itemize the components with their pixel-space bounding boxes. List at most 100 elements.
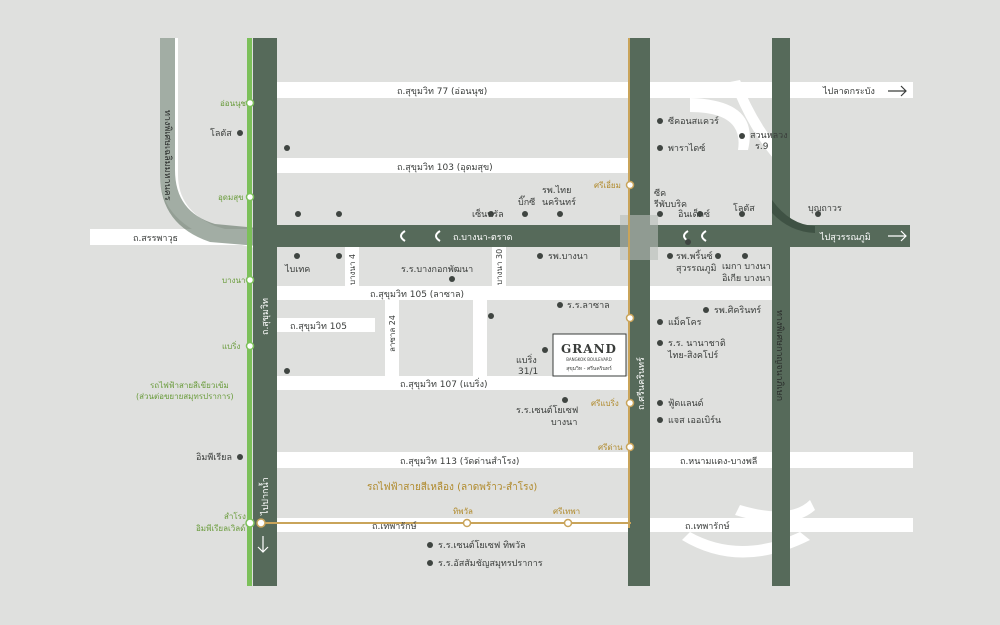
poi-dot xyxy=(449,276,455,282)
road-right-connector xyxy=(647,286,777,300)
label-bangna-trad: ถ.บางนา-ตราด xyxy=(453,233,513,243)
ramp-mark xyxy=(400,230,406,242)
poi-dot xyxy=(237,130,243,136)
label-stjoseph-thipphawan: ร.ร.เซนต์โยเซฟ ทิพวัล xyxy=(438,539,526,551)
station-si-iam[interactable] xyxy=(625,180,635,190)
label-sb: แจส เออเบิร์น xyxy=(668,414,721,426)
poi-dot xyxy=(537,253,543,259)
road-sukhumvit107 xyxy=(275,376,630,390)
label-makro: แม็คโคร xyxy=(668,315,702,328)
label-station-si-thepha: ศรีเทพา xyxy=(553,507,580,516)
label-theparak-left: ถ.เทพารักษ์ xyxy=(372,520,417,532)
label-green-line-2: (ส่วนต่อขยายสมุทรปราการ) xyxy=(136,392,234,401)
project-title: GRAND xyxy=(561,342,617,356)
label-sukhumvit77: ถ.สุขุมวิท 77 (อ่อนนุช) xyxy=(397,86,487,97)
station-si-dan[interactable] xyxy=(625,442,635,452)
station-samrong-yellow[interactable] xyxy=(256,518,266,528)
label-isb: ร.ร. นานาชาติ xyxy=(668,338,726,349)
label-station-si-bearing: ศรีแบริ่ง xyxy=(591,397,619,408)
poi-dot xyxy=(542,347,548,353)
label-station-samrong: สำโรง xyxy=(224,511,246,521)
road-theparak xyxy=(275,518,913,532)
gold-line-theparak xyxy=(258,522,631,524)
label-nakarin: นครินทร์ xyxy=(542,196,576,208)
label-suanluang2: ร.9 xyxy=(755,142,769,152)
label-theparak-right: ถ.เทพารักษ์ xyxy=(685,520,730,532)
gold-line-srinakarin xyxy=(628,38,630,528)
gold-stations xyxy=(256,180,635,528)
station-bearing[interactable] xyxy=(245,341,255,351)
station-si-bearing[interactable] xyxy=(625,398,635,408)
label-ikea: อิเกีย บางนา xyxy=(722,273,770,284)
label-sukhumvit-vertical: ถ.สุขุมวิท xyxy=(260,298,271,335)
label-isb2: ไทย-สิงคโปร์ xyxy=(667,349,718,361)
arrow-right-icon xyxy=(888,230,907,242)
road-lasalle24 xyxy=(385,298,399,378)
road-sukhumvit105-lasalle xyxy=(275,286,630,300)
label-sukhumvit105-lasalle: ถ.สุขุมวิท 105 (ลาซาล) xyxy=(370,289,464,300)
label-bigc: บิ๊กซี xyxy=(518,195,535,208)
label-srinakarin-vertical: ถ.ศรีนครินทร์ xyxy=(635,357,647,410)
station-samrong[interactable] xyxy=(245,518,255,528)
poi-dot xyxy=(557,211,563,217)
poi-dot xyxy=(657,340,663,346)
poi-dot xyxy=(336,253,342,259)
label-prince: รพ.พริ้นซ์ xyxy=(676,249,713,262)
poi-dot xyxy=(742,253,748,259)
road-sukhumvit105 xyxy=(275,318,375,332)
poi-dot xyxy=(284,368,290,374)
label-stjoseph-bangna2: บางนา xyxy=(551,418,577,428)
poi-dot xyxy=(715,253,721,259)
station-si-la-salle[interactable] xyxy=(625,313,635,323)
poi-dot xyxy=(657,145,663,151)
label-ruamthai: รพ.ไทย xyxy=(542,185,571,196)
poi-dot xyxy=(657,417,663,423)
station-bangna[interactable] xyxy=(245,275,255,285)
poi-dot xyxy=(657,319,663,325)
road-sukhumvit113 xyxy=(275,452,913,468)
label-stjoseph-bangna: ร.ร.เซนต์โยเซฟ xyxy=(516,404,578,416)
label-station-bearing: แบริ่ง xyxy=(222,340,241,351)
label-bangkokpattana: ร.ร.บางกอกพัฒนา xyxy=(401,265,473,275)
label-bangna-hospital: รพ.บางนา xyxy=(548,252,588,262)
green-line-track xyxy=(247,38,252,586)
label-to-paknam: ไปปากน้ำ xyxy=(258,477,271,516)
arrow-right-icon xyxy=(888,85,907,97)
project-logo[interactable]: GRAND BANGKOK BOULEVARD สุขุมวิท - ศรีนค… xyxy=(552,333,627,377)
label-sukhumvit107: ถ.สุขุมวิท 107 (แบริ่ง) xyxy=(400,377,488,390)
label-green-line: รถไฟฟ้าสายสีเขียวเข้ม xyxy=(150,381,229,390)
road-kanchanaphisek-vertical xyxy=(772,38,790,586)
label-imperial-mall: อิมพีเรียล xyxy=(196,452,232,463)
poi-dot xyxy=(685,239,691,245)
label-bunthavorn: บุญถาวร xyxy=(808,204,842,214)
station-udomsuk[interactable] xyxy=(245,192,255,202)
poi-dot xyxy=(697,211,703,217)
label-seacon: ซีคอนสแควร์ xyxy=(668,115,719,127)
label-sikarin: รพ.ศิครินทร์ xyxy=(714,304,761,316)
project-logo-box xyxy=(552,333,627,377)
label-station-bangna: บางนา xyxy=(222,276,245,285)
station-si-thepha[interactable] xyxy=(563,518,573,528)
poi-dot xyxy=(667,253,673,259)
label-bearing31-2: 31/1 xyxy=(518,367,538,377)
station-thipphawan[interactable] xyxy=(462,518,472,528)
label-sanphawut: ถ.สรรพาวุธ xyxy=(133,234,178,244)
poi-dots xyxy=(237,118,821,566)
label-station-thipphawan: ทิพวัล xyxy=(453,507,473,516)
label-seacon-republic: ซีค xyxy=(654,188,666,199)
poi-dot xyxy=(284,145,290,151)
project-subtitle: BANGKOK BOULEVARD xyxy=(566,357,612,362)
label-station-si-dan: ศรีด่าน xyxy=(598,443,623,452)
label-foodland: ฟู้ดแลนด์ xyxy=(668,397,704,409)
road-sukhumvit103 xyxy=(275,158,630,173)
project-tagline: สุขุมวิท - ศรีนครินทร์ xyxy=(566,365,612,372)
green-stations xyxy=(245,98,255,528)
minor-roads xyxy=(90,82,913,532)
road-bangna30 xyxy=(492,245,506,291)
station-onnut[interactable] xyxy=(245,98,255,108)
label-to-suvarnabhumi: ไปสุวรรณภูมิ xyxy=(819,232,871,243)
road-sukhumvit77 xyxy=(275,82,913,98)
label-central: เซ็นทรัล xyxy=(472,207,504,220)
label-station-onnut: อ่อนนุช xyxy=(220,99,247,108)
